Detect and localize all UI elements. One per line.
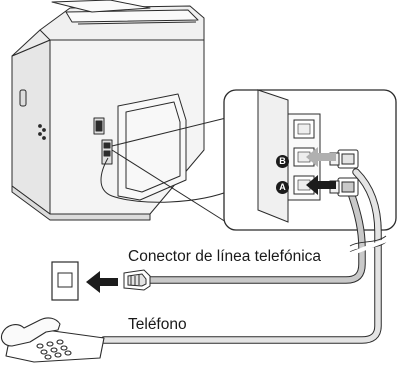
cable-break-mark [340,236,392,258]
port-a-badge: A [276,181,289,194]
rj11-plug-icon [124,270,150,290]
wall-jack-icon [52,262,78,300]
port-b-badge: B [276,155,289,168]
printer-icon [12,0,204,220]
telephone-icon [1,318,104,362]
left-arrow-icon [86,271,118,293]
telephone-label: Teléfono [128,317,187,333]
line-connector-label: Conector de línea telefónica [128,249,321,265]
